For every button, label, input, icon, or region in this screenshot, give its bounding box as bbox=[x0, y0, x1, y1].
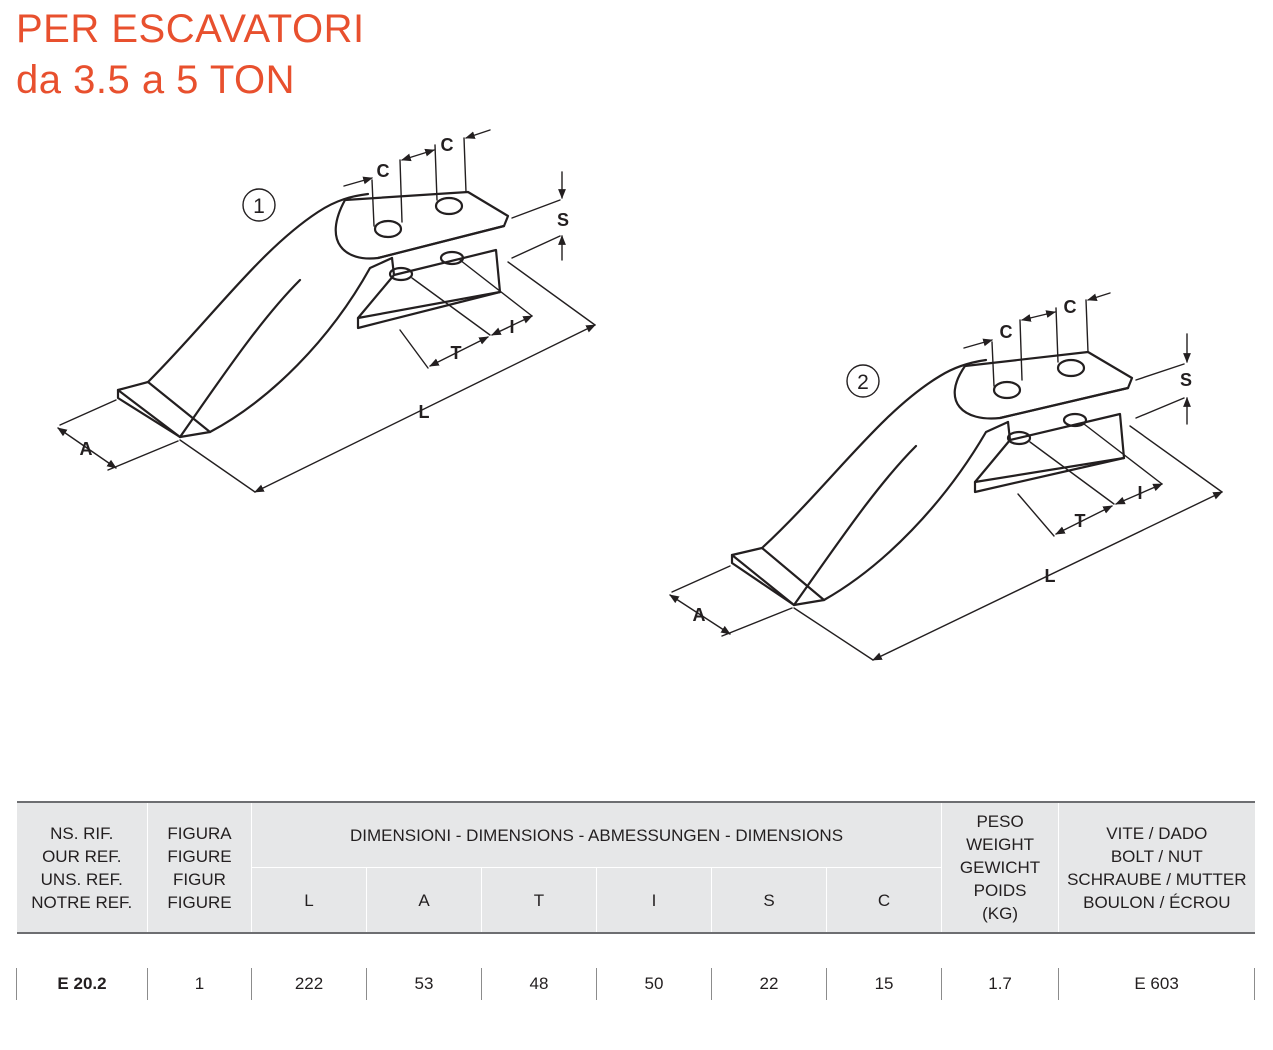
cell-bolt: E 603 bbox=[1058, 968, 1256, 1000]
label-l: L bbox=[419, 402, 430, 422]
header-dim-c: C bbox=[825, 867, 942, 933]
label-t: T bbox=[1075, 511, 1086, 531]
label-a: A bbox=[693, 605, 706, 625]
cell-l: 222 bbox=[251, 968, 367, 1000]
table-spacer bbox=[17, 933, 1255, 968]
cell-ref: E 20.2 bbox=[16, 968, 148, 1000]
figure-2-labels: 2 C C S T I L A bbox=[693, 297, 1193, 625]
cell-s: 22 bbox=[711, 968, 827, 1000]
label-l: L bbox=[1045, 566, 1056, 586]
specification-table: NS. RIF. OUR REF. UNS. REF. NOTRE REF. F… bbox=[16, 801, 1256, 1000]
label-s: S bbox=[557, 210, 569, 230]
title-line-2: da 3.5 a 5 TON bbox=[16, 58, 296, 102]
figure-1-number: 1 bbox=[253, 195, 265, 218]
header-dim-a: A bbox=[366, 867, 482, 933]
label-a: A bbox=[80, 439, 93, 459]
technical-drawing: 1 C C S T I L A bbox=[57, 129, 1223, 661]
header-dim-s: S bbox=[711, 867, 827, 933]
label-t: T bbox=[451, 343, 462, 363]
table-row: E 20.2 1 222 53 48 50 22 15 1.7 E 603 bbox=[16, 968, 1256, 1000]
header-dim-t: T bbox=[481, 867, 597, 933]
label-c: C bbox=[377, 161, 390, 181]
cell-weight: 1.7 bbox=[941, 968, 1059, 1000]
header-ref: NS. RIF. OUR REF. UNS. REF. NOTRE REF. bbox=[16, 802, 148, 933]
header-weight: PESO WEIGHT GEWICHT POIDS (KG) bbox=[941, 802, 1059, 933]
cell-i: 50 bbox=[596, 968, 712, 1000]
figure-2-tooth bbox=[730, 350, 1134, 607]
label-c: C bbox=[1000, 322, 1013, 342]
figure-1-labels: 1 C C S T I L A bbox=[80, 135, 570, 459]
label-i: I bbox=[509, 317, 514, 337]
figure-1-dimensions bbox=[57, 129, 596, 493]
figure-2-number: 2 bbox=[857, 371, 869, 394]
cell-figure: 1 bbox=[147, 968, 252, 1000]
header-dimensions: DIMENSIONI - DIMENSIONS - ABMESSUNGEN - … bbox=[250, 802, 942, 868]
figure-2-dimensions bbox=[669, 292, 1223, 661]
title-line-1: PER ESCAVATORI bbox=[16, 7, 365, 51]
cell-c: 15 bbox=[825, 968, 942, 1000]
figure-1-tooth bbox=[116, 190, 510, 439]
header-bolt: VITE / DADO BOLT / NUT SCHRAUBE / MUTTER… bbox=[1058, 802, 1255, 933]
header-figure: FIGURA FIGURE FIGUR FIGURE bbox=[147, 802, 252, 933]
label-c: C bbox=[1064, 297, 1077, 317]
label-i: I bbox=[1137, 483, 1142, 503]
table-header: NS. RIF. OUR REF. UNS. REF. NOTRE REF. F… bbox=[16, 802, 1255, 933]
label-c: C bbox=[441, 135, 454, 155]
header-dim-l: L bbox=[251, 867, 367, 933]
header-dim-i: I bbox=[596, 867, 712, 933]
cell-t: 48 bbox=[481, 968, 597, 1000]
page-title: PER ESCAVATORI da 3.5 a 5 TON bbox=[16, 4, 365, 106]
cell-a: 53 bbox=[366, 968, 482, 1000]
label-s: S bbox=[1180, 370, 1192, 390]
